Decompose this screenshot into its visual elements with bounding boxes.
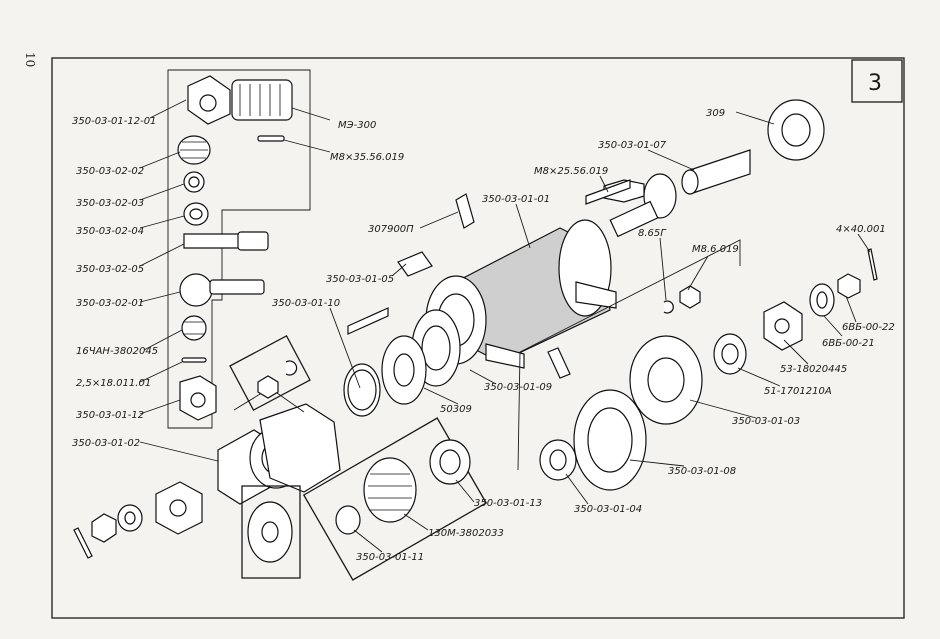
label-2-5x18: 2,5×18.011.01 bbox=[76, 378, 151, 389]
label-307900p: 307900П bbox=[368, 224, 414, 235]
middle-seals bbox=[302, 309, 488, 581]
label-350-03-02-05: 350-03-02-05 bbox=[76, 264, 144, 275]
label-350-03-01-13: 350-03-01-13 bbox=[474, 498, 542, 509]
label-350-03-01-09: 350-03-01-09 bbox=[484, 382, 552, 393]
part-labels: 350-03-01-12-01 МЭ-300 М8×35.56.019 350-… bbox=[72, 108, 895, 563]
label-350-03-01-01: 350-03-01-01 bbox=[482, 194, 550, 205]
label-6vb-00-22: 6ВБ-00-22 bbox=[842, 322, 895, 333]
label-16chan-3802045: 16ЧАН-3802045 bbox=[76, 346, 158, 357]
label-53-18020445: 53-18020445 bbox=[780, 364, 847, 375]
label-350-03-01-12: 350-03-01-12 bbox=[76, 410, 144, 421]
label-51-1701210a: 51-1701210А bbox=[764, 386, 832, 397]
right-leaders bbox=[329, 111, 871, 553]
label-350-03-01-05: 350-03-01-05 bbox=[326, 274, 394, 285]
label-350-03-01-04: 350-03-01-04 bbox=[574, 504, 642, 515]
left-leaders bbox=[139, 99, 331, 463]
figure-frame bbox=[51, 57, 905, 619]
left-column-parts bbox=[177, 75, 293, 421]
label-309: 309 bbox=[706, 108, 725, 119]
label-350-03-01-07: 350-03-01-07 bbox=[598, 140, 667, 151]
figure-number: 3 bbox=[868, 71, 882, 96]
label-350-03-02-03: 350-03-02-03 bbox=[76, 198, 144, 209]
lower-left-parts bbox=[73, 335, 341, 579]
right-side-parts bbox=[517, 99, 878, 491]
label-350-03-02-02: 350-03-02-02 bbox=[76, 166, 144, 177]
label-350-03-01-12-01: 350-03-01-12-01 bbox=[72, 116, 156, 127]
label-350-03-01-11: 350-03-01-11 bbox=[356, 552, 424, 563]
label-50309: 50309 bbox=[440, 404, 472, 415]
page-number: 10 bbox=[23, 52, 37, 67]
label-350-03-02-04: 350-03-02-04 bbox=[76, 226, 144, 237]
label-130m-3802033: 130М-3802033 bbox=[428, 528, 504, 539]
label-m8x25: М8×25.56.019 bbox=[534, 166, 608, 177]
label-350-03-01-08: 350-03-01-08 bbox=[668, 466, 736, 477]
label-me-300: МЭ-300 bbox=[338, 120, 376, 131]
label-8-65g: 8.65Г bbox=[638, 228, 667, 239]
label-m8x35: М8×35.56.019 bbox=[330, 152, 404, 163]
label-6vb-00-21: 6ВБ-00-21 bbox=[822, 338, 875, 349]
central-housing bbox=[347, 173, 677, 379]
label-350-03-02-01: 350-03-02-01 bbox=[76, 298, 144, 309]
label-m8-6-019: М8.6.019 bbox=[692, 244, 739, 255]
left-group-outline bbox=[167, 69, 311, 429]
label-350-03-01-03: 350-03-01-03 bbox=[732, 416, 800, 427]
label-350-03-01-02: 350-03-01-02 bbox=[72, 438, 140, 449]
label-350-03-01-10: 350-03-01-10 bbox=[272, 298, 340, 309]
figure-number-box bbox=[851, 59, 903, 103]
label-4x40: 4×40.001 bbox=[836, 224, 886, 235]
